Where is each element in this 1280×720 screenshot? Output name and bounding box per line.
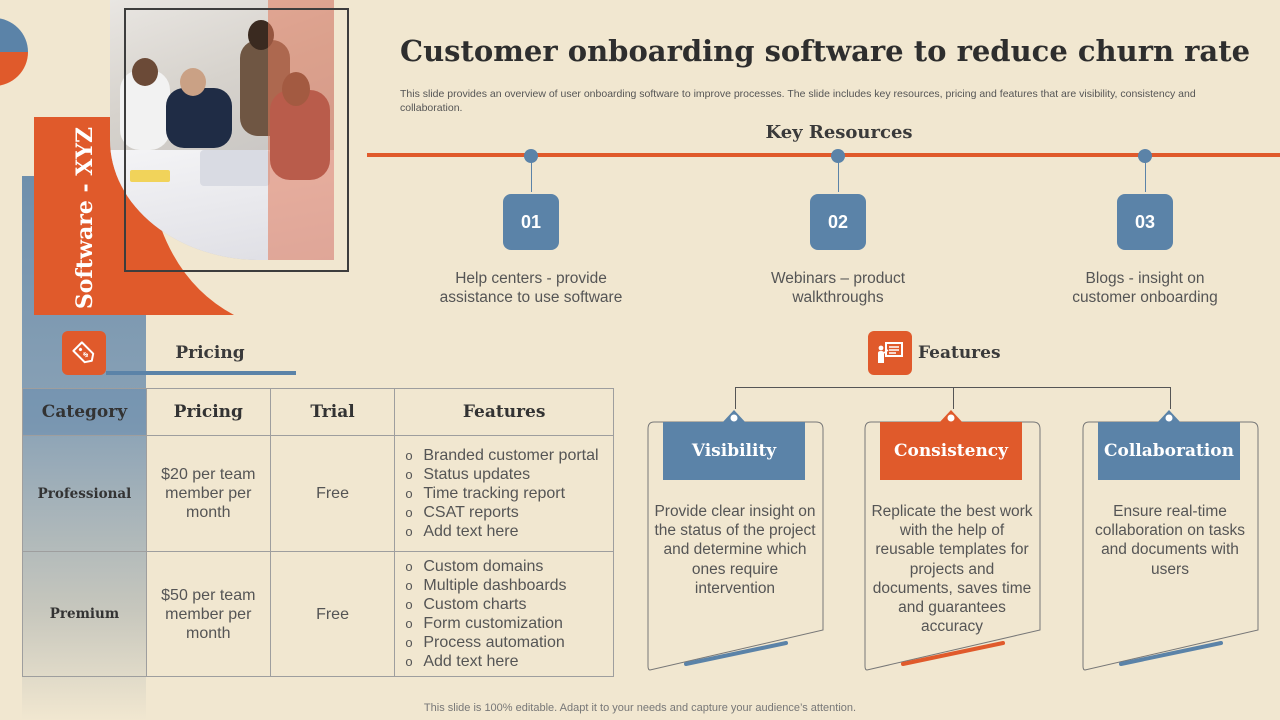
- footer-note: This slide is 100% editable. Adapt it to…: [423, 702, 857, 714]
- timeline-stem: [1145, 162, 1146, 192]
- features-connector: [735, 387, 736, 409]
- feature-card-title: Consistency: [880, 422, 1022, 480]
- column-header: Category: [22, 388, 147, 436]
- pricing-heading: Pricing: [175, 343, 245, 363]
- table-row: Premium $50 per team member per month Fr…: [22, 551, 614, 677]
- features-connector: [953, 387, 954, 409]
- feature-card-consistency: Consistency Replicate the best work with…: [863, 408, 1041, 671]
- feature-item: Form customization: [405, 614, 613, 633]
- column-header: Trial: [269, 388, 396, 436]
- feature-card-collaboration: Collaboration Ensure real-time collabora…: [1081, 408, 1259, 671]
- timeline-stem: [838, 162, 839, 192]
- resource-text: Webinars – product walkthroughs: [770, 270, 906, 306]
- timeline-stem: [531, 162, 532, 192]
- features-cell: Branded customer portal Status updates T…: [394, 435, 614, 552]
- features-heading: Features: [918, 343, 1001, 363]
- timeline-dot: [1138, 149, 1152, 163]
- feature-item: Branded customer portal: [405, 446, 613, 465]
- feature-item: Custom domains: [405, 557, 613, 576]
- feature-card-visibility: Visibility Provide clear insight on the …: [646, 408, 824, 671]
- feature-item: Multiple dashboards: [405, 576, 613, 595]
- column-header: Features: [394, 388, 614, 436]
- card-notch: [1156, 410, 1182, 424]
- feature-card-text: Ensure real-time collaboration on tasks …: [1095, 503, 1245, 578]
- slide-title: Customer onboarding software to reduce c…: [400, 34, 1251, 68]
- table-row: Professional $20 per team member per mon…: [22, 435, 614, 552]
- timeline-dot: [524, 149, 538, 163]
- resource-number-badge: 03: [1117, 194, 1173, 250]
- category-cell: Premium: [22, 551, 147, 677]
- trial-cell: Free: [269, 435, 396, 552]
- price-cell: $50 per team member per month: [145, 551, 271, 677]
- feature-item: Process automation: [405, 633, 613, 652]
- corner-deco-blue: [0, 18, 28, 52]
- table-header-row: Category Pricing Trial Features: [22, 388, 614, 436]
- resource-text: Blogs - insight on customer onboarding: [1072, 270, 1218, 306]
- key-resources-heading: Key Resources: [765, 122, 913, 143]
- feature-card-title: Visibility: [663, 422, 805, 480]
- features-connector: [1170, 387, 1171, 409]
- slide-subtitle: This slide provides an overview of user …: [400, 88, 1196, 114]
- category-cell: Professional: [22, 435, 147, 552]
- team-photo: [110, 0, 334, 260]
- feature-item: Status updates: [405, 465, 613, 484]
- card-notch: [938, 410, 964, 424]
- resource-text: Help centers - provide assistance to use…: [439, 270, 623, 306]
- photo-frame: [124, 8, 349, 272]
- feature-item: Time tracking report: [405, 484, 613, 503]
- column-header: Pricing: [145, 388, 271, 436]
- price-cell: $20 per team member per month: [145, 435, 271, 552]
- resource-number-badge: 01: [503, 194, 559, 250]
- feature-item: Add text here: [405, 522, 613, 541]
- key-resources-timeline: [367, 153, 1280, 157]
- feature-card-text: Replicate the best work with the help of…: [871, 503, 1033, 636]
- card-notch: [721, 410, 747, 424]
- feature-card-text: Provide clear insight on the status of t…: [654, 503, 816, 597]
- feature-item: Add text here: [405, 652, 613, 671]
- presentation-icon: [868, 331, 912, 375]
- timeline-dot: [831, 149, 845, 163]
- feature-item: Custom charts: [405, 595, 613, 614]
- corner-deco-orange: [0, 52, 28, 86]
- pricing-underline: [106, 371, 296, 375]
- trial-cell: Free: [269, 551, 396, 677]
- feature-card-title: Collaboration: [1098, 422, 1240, 480]
- price-tag-icon: $: [62, 331, 106, 375]
- resource-number-badge: 02: [810, 194, 866, 250]
- svg-text:$: $: [81, 350, 90, 359]
- pricing-table: Category Pricing Trial Features Professi…: [22, 388, 614, 677]
- features-cell: Custom domains Multiple dashboards Custo…: [394, 551, 614, 677]
- feature-item: CSAT reports: [405, 503, 613, 522]
